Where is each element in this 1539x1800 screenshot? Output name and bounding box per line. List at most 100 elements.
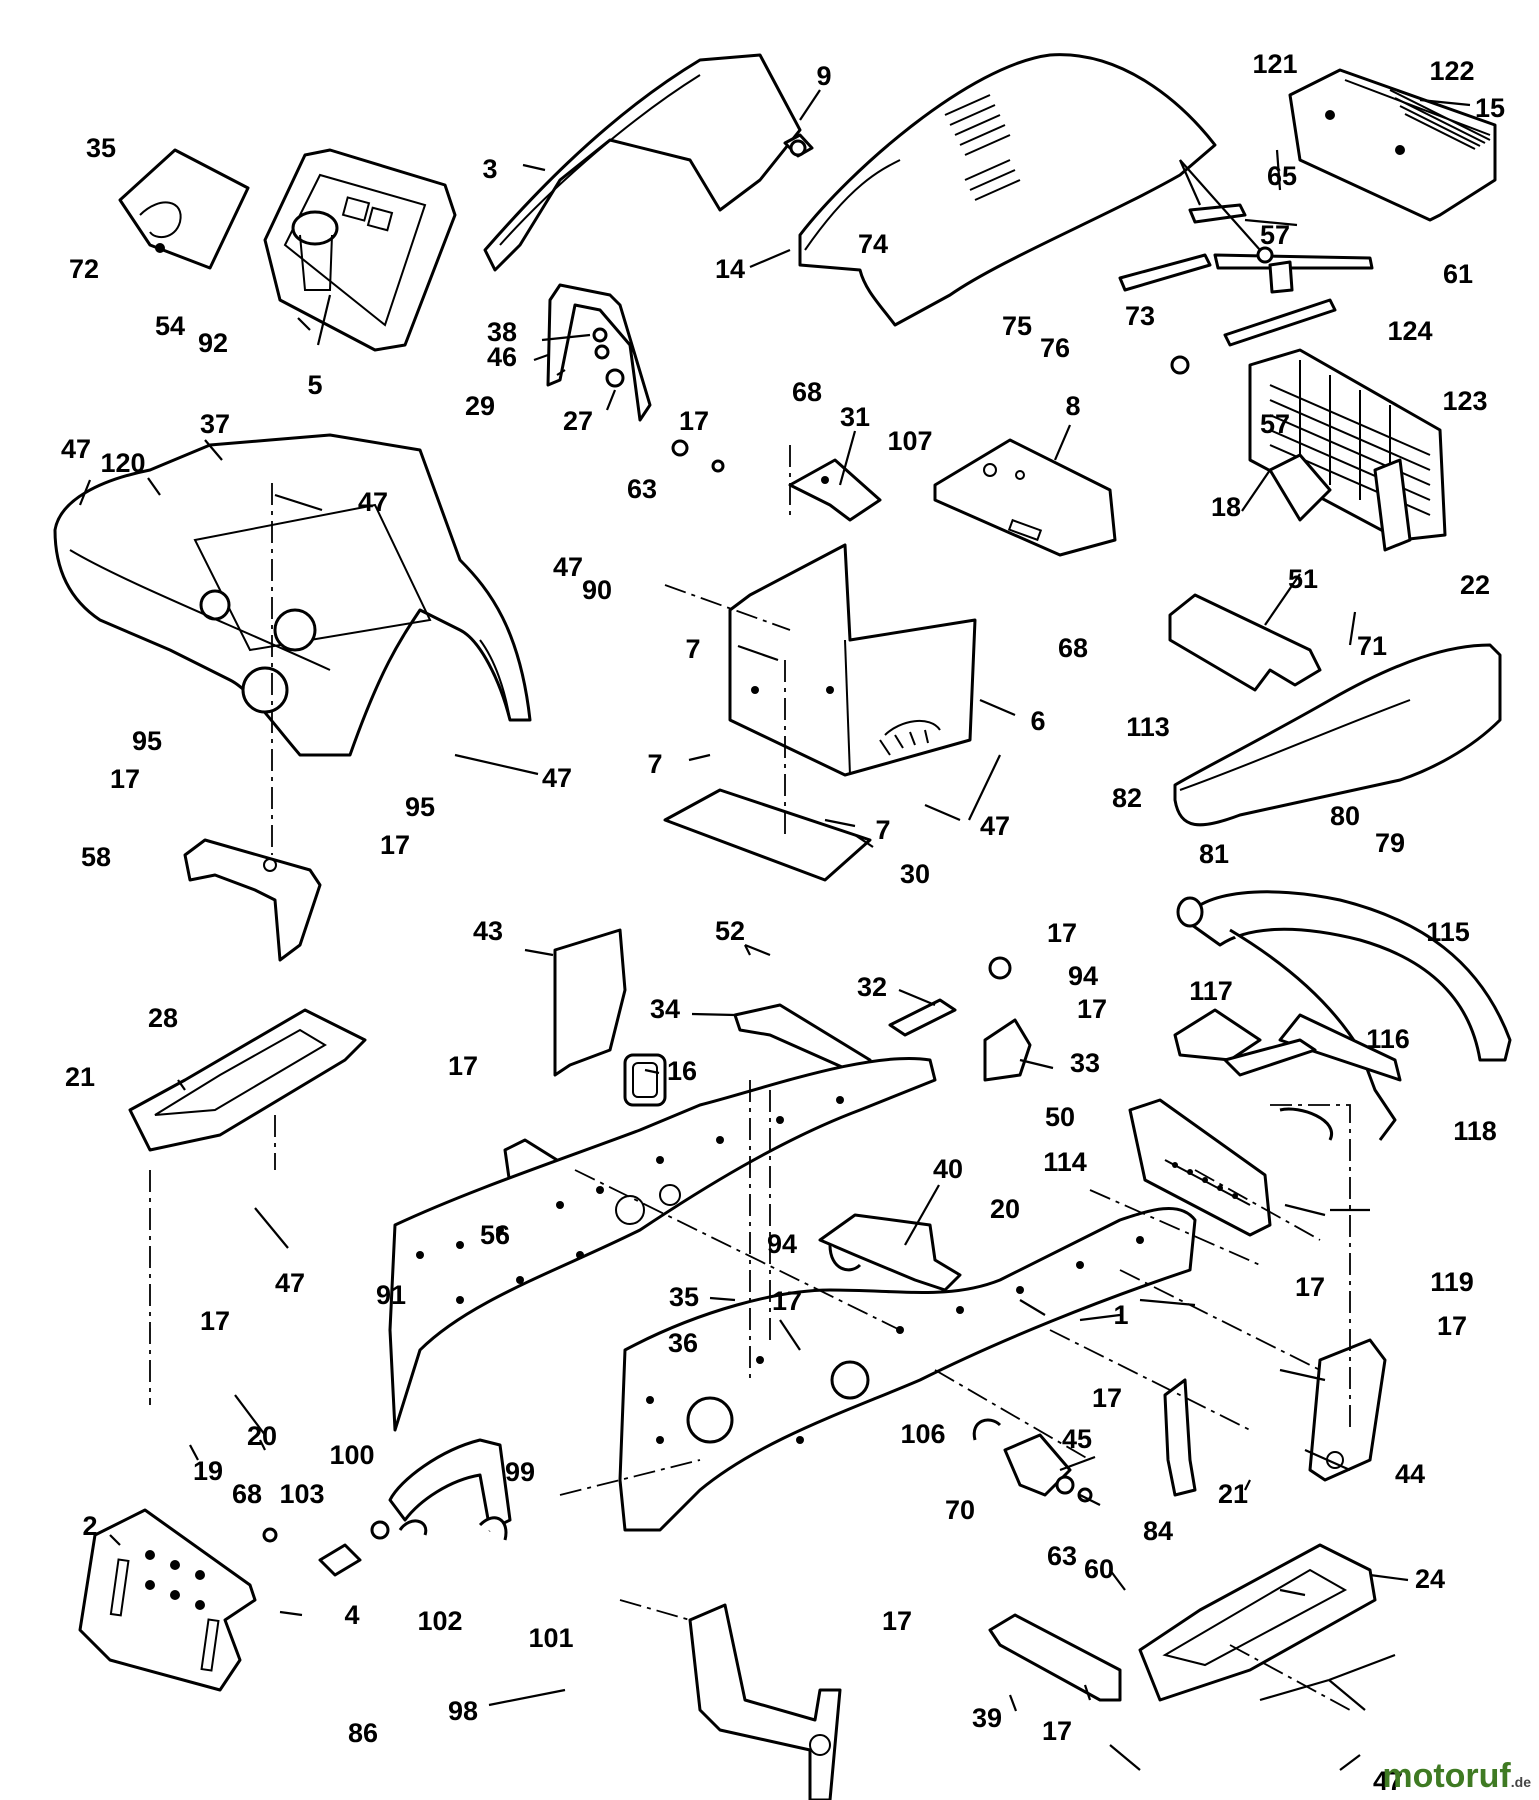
part-39-bracket (988, 1613, 1122, 1702)
part-58-bracket (183, 838, 322, 962)
callout-47d: 47 (542, 763, 572, 793)
callout-65: 65 (1267, 161, 1297, 191)
callout-17a: 17 (679, 406, 709, 436)
callout-2: 2 (82, 1511, 97, 1541)
part-6-frame-panel (728, 543, 977, 777)
callout-95a: 95 (132, 726, 162, 756)
part-28-footrest (128, 1008, 367, 1152)
part-92-panel (118, 148, 250, 270)
part-32-clip (888, 998, 957, 1037)
callout-73: 73 (1125, 301, 1155, 331)
part-91-frame-rail (388, 1056, 937, 1432)
callout-17j: 17 (1092, 1383, 1122, 1413)
part-22-bumper (1173, 643, 1502, 827)
callout-19: 19 (193, 1456, 223, 1486)
callout-114: 114 (1043, 1147, 1087, 1177)
part-43-bracket (553, 928, 627, 1077)
callout-98: 98 (448, 1696, 478, 1726)
part-33-bracket (983, 956, 1032, 1082)
callout-28: 28 (148, 1003, 178, 1033)
callout-92: 92 (198, 328, 228, 358)
callout-68a: 68 (792, 377, 822, 407)
callout-18: 18 (1211, 492, 1241, 522)
callout-56: 56 (480, 1220, 510, 1250)
callout-27: 27 (563, 406, 593, 436)
part-71-bracket (1168, 593, 1322, 692)
callout-121: 121 (1252, 49, 1297, 79)
callout-9: 9 (816, 61, 831, 91)
part-1-frame-rail (618, 1206, 1197, 1532)
callout-80: 80 (1330, 801, 1360, 831)
callout-35a: 35 (86, 133, 116, 163)
callout-94b: 94 (767, 1229, 797, 1259)
callout-47a: 47 (61, 434, 91, 464)
callout-7a: 7 (685, 634, 700, 664)
part-8-plate (933, 438, 1117, 557)
callout-17c: 17 (380, 830, 410, 860)
callout-82: 82 (1112, 783, 1142, 813)
callout-113: 113 (1126, 712, 1170, 742)
callout-47g: 47 (1373, 1766, 1403, 1796)
callout-63b: 63 (1047, 1541, 1077, 1571)
callout-15: 15 (1475, 93, 1505, 123)
callout-17b: 17 (110, 764, 140, 794)
callout-72: 72 (69, 254, 99, 284)
callout-76: 76 (1040, 333, 1070, 363)
part-9-fastener (783, 133, 814, 158)
part-84-bracket (1163, 1378, 1197, 1497)
callout-17d: 17 (1047, 918, 1077, 948)
callout-52: 52 (715, 916, 745, 946)
callout-8: 8 (1065, 391, 1080, 421)
callout-81: 81 (1199, 839, 1229, 869)
part-116-bracket (1223, 1038, 1317, 1077)
callout-33: 33 (1070, 1048, 1100, 1078)
callout-38: 38 (487, 317, 517, 347)
callout-103: 103 (279, 1479, 324, 1509)
callout-63a: 63 (627, 474, 657, 504)
callout-119: 119 (1430, 1267, 1474, 1297)
callout-46: 46 (487, 342, 517, 372)
callout-75: 75 (1002, 311, 1032, 341)
callout-37: 37 (200, 409, 230, 439)
callout-17i: 17 (1295, 1272, 1325, 1302)
callout-94a: 94 (1068, 961, 1098, 991)
callout-54: 54 (155, 311, 185, 341)
callout-29: 29 (465, 391, 495, 421)
callout-117: 117 (1189, 976, 1233, 1006)
callout-99: 99 (505, 1457, 535, 1487)
callout-58: 58 (81, 842, 111, 872)
callout-17h: 17 (772, 1286, 802, 1316)
watermark-logo: motoruf.de (1382, 1757, 1531, 1795)
callout-17k: 17 (1437, 1311, 1467, 1341)
callout-101: 101 (528, 1623, 573, 1653)
callout-31: 31 (840, 402, 870, 432)
callout-30: 30 (900, 859, 930, 889)
callout-20b: 20 (990, 1194, 1020, 1224)
part-73-65-brackets (1118, 203, 1374, 375)
callout-44: 44 (1395, 1459, 1425, 1489)
callout-100: 100 (329, 1440, 374, 1470)
part-14-hood (798, 53, 1217, 327)
callout-122: 122 (1429, 56, 1474, 86)
callout-47b: 47 (358, 487, 388, 517)
part-115-bar (1173, 890, 1512, 1141)
callout-47c: 47 (553, 552, 583, 582)
part-99-pedal-rod (370, 1438, 512, 1541)
callout-34: 34 (650, 994, 680, 1024)
callout-107: 107 (887, 426, 932, 456)
part-98-bracket (688, 1603, 842, 1800)
part-15-61-grille (1288, 68, 1497, 222)
callout-17e: 17 (1077, 994, 1107, 1024)
callout-60: 60 (1084, 1554, 1114, 1584)
part-31-bracket (788, 458, 882, 522)
callout-86: 86 (348, 1718, 378, 1748)
callout-40: 40 (933, 1154, 963, 1184)
part-37-fender (53, 433, 532, 757)
callout-24: 24 (1415, 1564, 1445, 1594)
callout-17l: 17 (882, 1606, 912, 1636)
part-103-clip (262, 1527, 362, 1577)
part-2-plate (78, 1508, 257, 1692)
callout-124: 124 (1387, 316, 1432, 346)
part-3-hood-side (483, 53, 802, 272)
